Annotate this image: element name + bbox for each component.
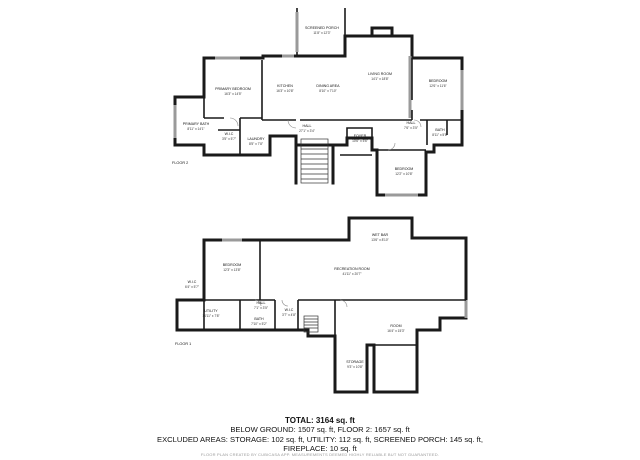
room-name: BEDROOM bbox=[429, 79, 448, 83]
room-dim: 3'7" x 4'8" bbox=[282, 313, 296, 317]
room-dim: 16'3" x 10'8" bbox=[276, 89, 293, 93]
room-dim: 8'10" x 7'10" bbox=[319, 89, 336, 93]
room-dim: 27'1" x 3'4" bbox=[299, 129, 315, 133]
floor-label: FLOOR 2 bbox=[172, 161, 188, 165]
room-dim: 12'6" x 11'6" bbox=[429, 84, 446, 88]
room-name: SCREENED PORCH bbox=[305, 26, 339, 30]
room-name: PRIMARY BEDROOM bbox=[215, 87, 251, 91]
room-dim: 16'4" x 15'3" bbox=[387, 329, 404, 333]
room-name: LIVING ROOM bbox=[368, 72, 392, 76]
room-name: DINING AREA bbox=[316, 84, 340, 88]
room-name: STORAGE bbox=[346, 360, 364, 364]
room-dim: 11'8" x 12'3" bbox=[313, 31, 330, 35]
room-name: W.I.C bbox=[188, 280, 197, 284]
room-name: RECREATION ROOM bbox=[334, 267, 369, 271]
room-dim: 9'3" x 10'8" bbox=[347, 365, 363, 369]
room-dim: 41'11" x 20'7" bbox=[342, 272, 361, 276]
area-breakdown: BELOW GROUND: 1507 sq. ft, FLOOR 2: 1657… bbox=[230, 425, 410, 435]
room-name: ROOM bbox=[390, 324, 401, 328]
floor-1-plan bbox=[175, 216, 468, 394]
room-dim: 13'6" x 8'10" bbox=[371, 238, 388, 242]
room-dim: 8'11" x 14'1" bbox=[187, 127, 204, 131]
room-name: KITCHEN bbox=[277, 84, 293, 88]
room-dim: 3'5" x 5'7" bbox=[222, 137, 236, 141]
room-dim: 8'5" x 7'8" bbox=[249, 142, 263, 146]
room-dim: 7'1" x 3'5" bbox=[254, 306, 268, 310]
room-name: BEDROOM bbox=[223, 263, 242, 267]
room-dim: 12'2" x 10'8" bbox=[395, 172, 412, 176]
room-dim: 6'4" x 5'7" bbox=[185, 285, 199, 289]
room-dim: 7'10" x 5'2" bbox=[251, 322, 267, 326]
room-name: W.I.C bbox=[225, 132, 234, 136]
area-totals: TOTAL: 3164 sq. ft BELOW GROUND: 1507 sq… bbox=[0, 416, 640, 454]
room-name: FOYER bbox=[354, 134, 367, 138]
room-name: HALL bbox=[303, 124, 312, 128]
room-name: W.I.C bbox=[285, 308, 294, 312]
floor-1-labels: WET BAR 13'6" x 8'10" BEDROOM 12'3" x 13… bbox=[175, 233, 405, 369]
room-name: HALL bbox=[257, 301, 266, 305]
staircase bbox=[303, 315, 319, 333]
room-dim: 7'6" x 3'5" bbox=[404, 126, 418, 130]
room-name: BATH bbox=[254, 317, 264, 321]
staircase bbox=[300, 138, 329, 184]
room-name: LAUNDRY bbox=[247, 137, 265, 141]
room-dim: 14'11" x 7'8" bbox=[202, 314, 219, 318]
room-name: UTILITY bbox=[204, 309, 218, 313]
excluded-areas: EXCLUDED AREAS: STORAGE: 102 sq. ft, UTI… bbox=[157, 434, 483, 444]
floor-2-labels: SCREENED PORCH 11'8" x 12'3" PRIMARY BED… bbox=[172, 26, 448, 176]
total-area: TOTAL: 3164 sq. ft bbox=[285, 416, 355, 425]
room-dim: 16'3" x 14'5" bbox=[224, 92, 241, 96]
room-dim: 14'1" x 18'8" bbox=[371, 77, 388, 81]
excluded-areas-cont: FIREPLACE: 10 sq. ft bbox=[283, 444, 357, 454]
room-name: BEDROOM bbox=[395, 167, 414, 171]
room-dim: 8'11" x 5'8" bbox=[432, 133, 447, 137]
floor-label: FLOOR 1 bbox=[175, 342, 191, 346]
room-dim: 12'3" x 13'8" bbox=[223, 268, 240, 272]
room-name: PRIMARY BATH bbox=[183, 122, 210, 126]
room-name: BATH bbox=[435, 128, 445, 132]
disclaimer-footer: FLOOR PLAN CREATED BY CUBICASA APP. MEAS… bbox=[200, 452, 440, 457]
room-name: HALL bbox=[407, 121, 416, 125]
floor-2-plan bbox=[173, 8, 464, 197]
room-name: WET BAR bbox=[372, 233, 389, 237]
room-dim: 10'6" x 5'6" bbox=[352, 139, 368, 143]
